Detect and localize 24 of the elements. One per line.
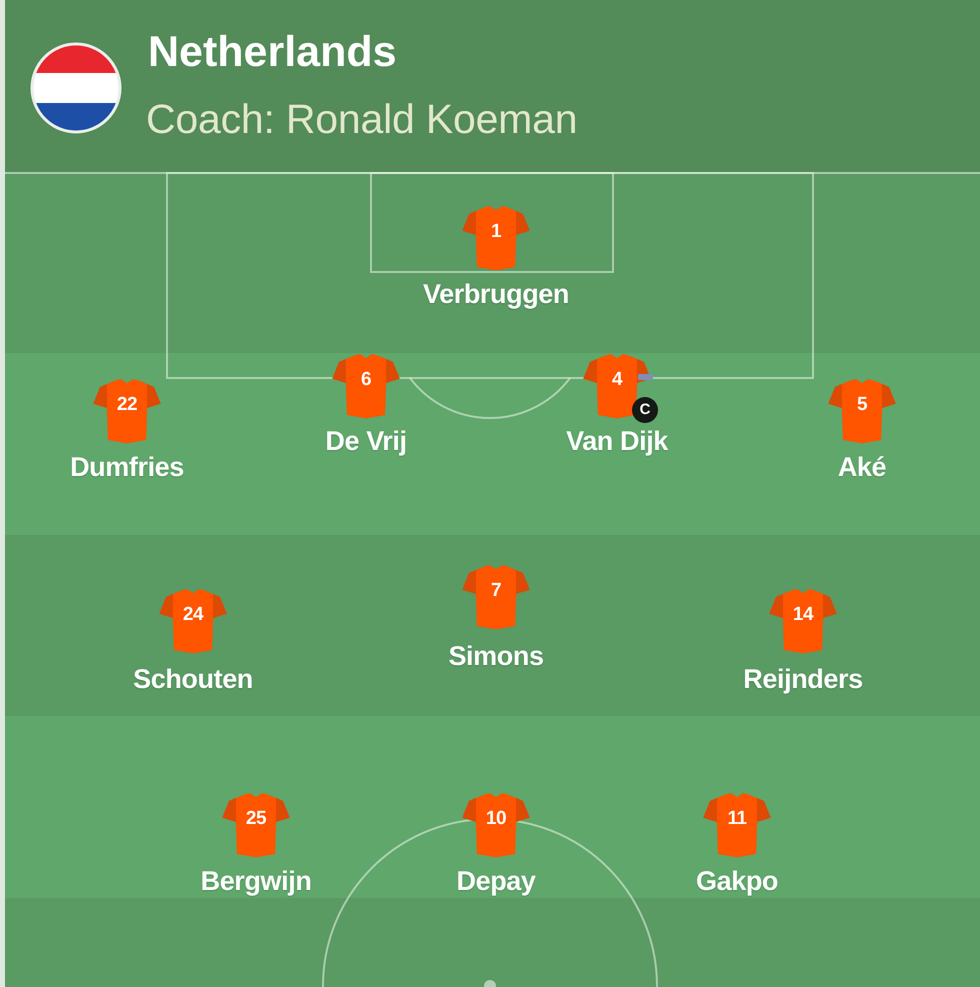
coach-name: Coach: Ronald Koeman [146, 95, 578, 143]
jersey-number: 1 [490, 221, 502, 243]
player-name: Van Dijk [566, 425, 668, 457]
player-name: Bergwijn [200, 865, 312, 897]
jersey-number: 7 [490, 580, 502, 602]
player-name: Schouten [133, 663, 253, 695]
jersey-number: 4 [610, 369, 624, 391]
player-name: De Vrij [325, 425, 407, 457]
player-name: Aké [838, 451, 886, 483]
player-name: Reijnders [743, 663, 863, 695]
jersey-number: 5 [856, 394, 868, 416]
player-name: Simons [448, 640, 544, 672]
team-name: Netherlands [148, 27, 397, 78]
player-name: Depay [456, 865, 536, 897]
jersey-number: 22 [116, 394, 138, 416]
jersey-number: 10 [484, 808, 508, 830]
jersey-number: 11 [726, 808, 748, 830]
jersey-number: 24 [182, 604, 204, 626]
player-name: Gakpo [696, 865, 778, 897]
jersey-number: 6 [360, 369, 372, 391]
jersey-number: 25 [244, 808, 268, 830]
jersey-number: 14 [792, 604, 814, 626]
player-name: Dumfries [70, 451, 184, 483]
player-name: Verbruggen [422, 278, 570, 310]
